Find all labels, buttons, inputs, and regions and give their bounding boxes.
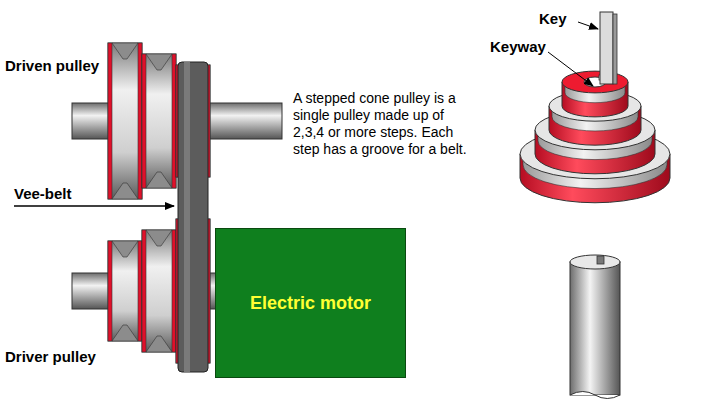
node-text: Electric motor [250, 293, 371, 314]
shaft-break [570, 392, 620, 399]
part-name: Driven pulley [5, 57, 99, 74]
pulley-rim [108, 43, 112, 199]
pulley-groove [146, 230, 172, 246]
pulley-groove [146, 54, 172, 70]
key-side [613, 14, 617, 84]
pulley-groove [112, 43, 138, 59]
pulley-groove [112, 325, 138, 341]
shaft-keyway [597, 256, 604, 264]
pulley-rim [172, 230, 176, 352]
belt-highlight [184, 62, 190, 372]
key [600, 12, 613, 84]
keyway-leader [548, 52, 593, 86]
pulley-groove [146, 336, 172, 352]
shaft-end [570, 255, 620, 269]
vee-belt [178, 62, 208, 372]
cone-step-top [562, 71, 628, 93]
pulley-rim [138, 241, 142, 341]
pulley-rim [172, 54, 176, 188]
pulley-step [108, 43, 142, 199]
pulley-step [142, 54, 176, 188]
pulley-step [142, 230, 176, 352]
description-note: A stepped cone pulley is a single pulley… [293, 90, 475, 158]
pulley-groove [112, 183, 138, 199]
key-leader [578, 22, 598, 29]
motor-body: Electric motor [215, 228, 406, 378]
part-name: Key [539, 10, 567, 27]
pulley-rim [142, 54, 146, 188]
belt-leader [14, 205, 174, 207]
pulley-rim [108, 241, 112, 341]
pulley-rim [142, 230, 146, 352]
part-name: Keyway [490, 38, 546, 55]
pulley-step [108, 241, 142, 341]
shaft [570, 262, 620, 395]
pulley-groove [112, 241, 138, 257]
part-name: Vee-belt [14, 185, 72, 202]
pulley-groove [146, 172, 172, 188]
pulley-rim [138, 43, 142, 199]
part-name: Driver pulley [5, 348, 96, 365]
